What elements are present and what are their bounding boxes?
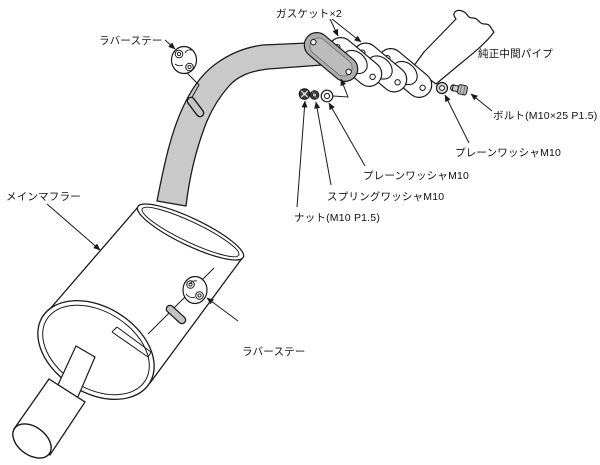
spring-washer-label: スプリングワッシャM10 <box>327 190 444 203</box>
nut-label: ナット(M10 P1.5) <box>294 212 380 224</box>
rubber-stay-top-label: ラバーステー <box>99 35 163 47</box>
hanger-rod-line-bottom <box>147 267 215 335</box>
leader-rubber-stay-top <box>164 39 176 50</box>
leader-gasket-a <box>329 18 339 37</box>
muffler-bracket <box>111 326 152 358</box>
hanger-link-top <box>185 71 200 100</box>
hanger-pin-top <box>188 98 203 116</box>
leader-bolt <box>470 93 493 112</box>
rubber-stay-top-part <box>170 45 198 75</box>
bolt-label: ボルト(M10×25 P1.5) <box>493 110 597 122</box>
leader-nut <box>296 100 308 208</box>
hanger-pin-bottom <box>167 306 185 323</box>
spring-washer-part <box>309 90 320 100</box>
leader-spring-washer <box>314 101 332 186</box>
leader-rubber-stay-bottom <box>206 297 239 322</box>
plain-washer-right-label: プレーンワッシャM10 <box>455 147 561 159</box>
main-muffler-label: メインマフラー <box>6 191 81 203</box>
plain-washer-right-part <box>435 81 449 95</box>
leader-plain-washer-right <box>444 94 470 144</box>
nut-part <box>298 88 311 100</box>
leader-fastener-bracket <box>332 78 349 98</box>
leader-lines <box>46 18 493 322</box>
rubber-stay-bottom-part <box>182 275 208 305</box>
leader-plain-washer-left <box>328 102 366 167</box>
bolt-part <box>450 84 468 96</box>
leader-gasket-b <box>331 18 362 43</box>
leader-main-muffler <box>46 203 101 251</box>
plain-washer-left-part <box>320 89 334 103</box>
rubber-stay-bottom-label: ラバーステー <box>242 346 306 358</box>
plain-washer-left-label: プレーンワッシャM10 <box>363 170 469 182</box>
muffler-flange <box>303 32 359 82</box>
muffler-tip-opening <box>12 423 52 459</box>
muffler-inlet-rim <box>136 203 245 261</box>
intermediate-pipe <box>412 9 495 85</box>
gasket-label: ガスケット×2 <box>276 8 342 20</box>
oem-mid-pipe-label: 純正中間パイプ <box>478 47 553 60</box>
